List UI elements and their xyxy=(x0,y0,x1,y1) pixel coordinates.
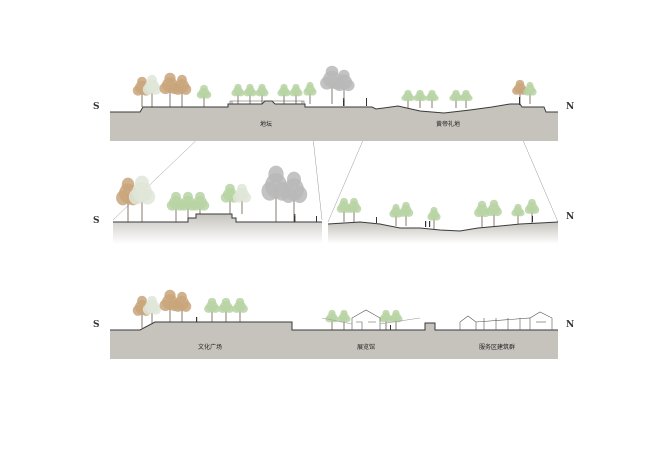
tree-icon xyxy=(346,197,362,222)
north-label-top: N xyxy=(566,102,575,112)
tree-icon xyxy=(425,89,439,108)
tree-icon xyxy=(231,83,245,104)
ground-middle-right xyxy=(328,222,558,244)
area-label-service-buildings: 服务区建筑群 xyxy=(478,344,516,351)
north-label-middle: N xyxy=(566,212,575,222)
tree-icon xyxy=(337,309,351,330)
tree-icon xyxy=(218,297,234,322)
tree-icon xyxy=(204,297,220,322)
area-label-ditan: 地坛 xyxy=(259,121,273,128)
tree-icon xyxy=(142,295,162,326)
section-top xyxy=(110,65,558,141)
tree-icon xyxy=(524,198,540,223)
tree-icon xyxy=(277,83,291,104)
exhibition-hall xyxy=(321,309,421,330)
section-middle-left xyxy=(113,165,322,244)
section-bottom xyxy=(110,289,558,359)
tree-icon xyxy=(523,81,537,104)
tree-icon xyxy=(459,89,473,108)
trees-middle-right xyxy=(336,197,540,229)
pavilion-structure xyxy=(229,100,305,104)
south-label-bottom: S xyxy=(93,320,100,330)
ground-line-bottom xyxy=(110,321,558,331)
tree-icon xyxy=(196,84,212,107)
figures-bottom xyxy=(196,317,391,330)
tree-icon xyxy=(255,83,269,104)
ground-middle-left xyxy=(113,214,322,244)
figures-top xyxy=(342,97,520,106)
ground-top xyxy=(110,101,558,141)
tree-icon xyxy=(232,297,248,322)
north-label-bottom: N xyxy=(566,320,575,330)
tree-icon xyxy=(128,175,156,222)
service-buildings xyxy=(459,311,553,330)
tree-icon xyxy=(413,89,427,108)
tree-icon xyxy=(398,201,414,226)
tree-icon xyxy=(243,83,257,104)
tree-icon xyxy=(427,206,441,229)
tree-icon xyxy=(389,309,403,330)
tree-icon xyxy=(303,81,317,104)
tree-icon xyxy=(280,171,308,222)
tree-icon xyxy=(289,83,303,104)
trees-top xyxy=(132,65,537,108)
trees-bottom xyxy=(132,289,403,330)
area-label-culture-square: 文化广场 xyxy=(197,344,223,351)
tree-icon xyxy=(172,291,192,324)
tree-icon xyxy=(401,89,415,108)
ground-line-middle-right xyxy=(327,221,559,232)
tree-icon xyxy=(190,191,210,222)
trees-middle-left xyxy=(116,165,308,222)
figures-middle-right xyxy=(376,216,533,227)
tree-icon xyxy=(474,200,490,227)
tree-icon xyxy=(511,203,525,224)
ground-bottom xyxy=(110,322,558,359)
area-label-huangdi-lidi: 黄帝礼地 xyxy=(435,121,461,128)
tree-icon xyxy=(512,79,528,104)
south-label-top: S xyxy=(93,102,100,112)
section-middle-right xyxy=(327,197,559,244)
tree-icon xyxy=(486,199,502,226)
tree-icon xyxy=(142,74,162,107)
tree-icon xyxy=(172,74,192,107)
ground-line-middle-left xyxy=(113,213,322,223)
tree-icon xyxy=(333,69,355,104)
figures-middle-left xyxy=(293,214,317,222)
ground-line-top xyxy=(110,100,558,114)
south-label-middle: S xyxy=(93,216,100,226)
area-label-exhibition-hall: 展览馆 xyxy=(356,344,376,351)
tree-icon xyxy=(232,183,252,214)
